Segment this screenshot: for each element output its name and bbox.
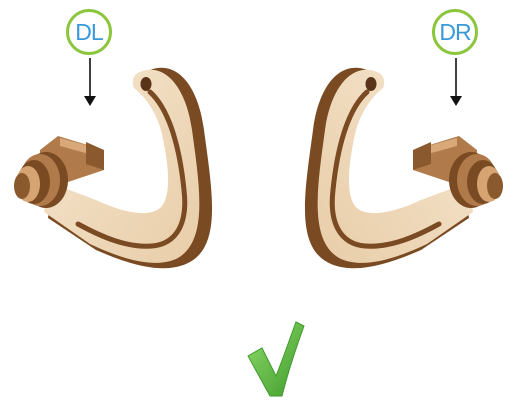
hook-part-left xyxy=(14,68,212,268)
arrow-dl xyxy=(84,58,96,106)
label-badge-dl: DL xyxy=(66,9,112,55)
label-dl: DL xyxy=(75,19,102,46)
label-badge-dr: DR xyxy=(432,9,478,55)
arrow-dr xyxy=(450,58,462,106)
hook-part-right xyxy=(305,68,503,268)
check-mark-icon xyxy=(248,322,304,396)
label-dr: DR xyxy=(439,19,470,46)
